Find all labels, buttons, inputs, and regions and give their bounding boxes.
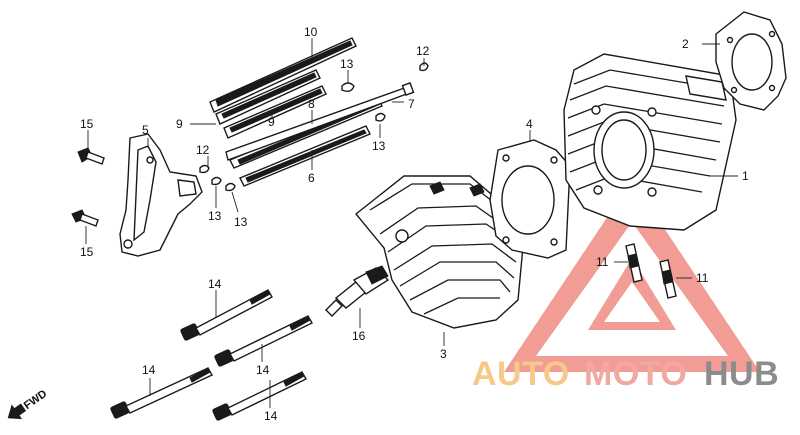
callout-12-left: 12 [196,143,210,157]
callout-labels: 10 9 9 8 7 6 12 13 13 12 13 13 5 15 15 1… [80,25,749,423]
callout-15-lower: 15 [80,245,94,259]
callout-11-right: 11 [696,271,709,285]
callout-12-top: 12 [416,44,430,58]
clip-13-left-b [225,182,236,192]
callout-14-left: 14 [142,363,156,377]
callout-9-left: 9 [176,117,183,131]
part-7-rod [225,82,415,161]
part-11-dowel-left [625,243,643,283]
clip-12-top [419,62,429,72]
part-9-tube-lower [223,85,327,139]
fwd-label: FWD [22,388,49,412]
callout-3: 3 [440,347,447,361]
callout-8: 8 [308,97,315,111]
part-5-bracket [119,133,203,257]
callout-14-bottom: 14 [264,409,278,423]
part-14-bolt-3 [110,367,213,419]
clip-13-right [375,112,386,122]
callout-14-middle: 14 [256,363,270,377]
part-9-tube-upper [215,69,321,125]
callout-10: 10 [304,25,318,39]
clip-13-top [341,82,355,93]
watermark-text-hub: HUB [704,355,779,393]
callout-4: 4 [526,117,533,131]
callout-14-upper: 14 [208,277,222,291]
callout-13-left-a: 13 [208,209,222,223]
callout-16: 16 [352,329,366,343]
callout-5: 5 [142,123,149,137]
part-14-bolt-4 [212,371,307,421]
part-10-rod [209,37,357,113]
callout-6: 6 [308,171,315,185]
part-11-dowel-right [659,259,677,299]
clip-12-left [199,164,210,174]
watermark-text-auto: AUTO [472,355,570,393]
callout-9-right: 9 [268,115,275,129]
leader-lines [85,38,738,408]
callout-7: 7 [408,97,415,111]
part-15-bolt-upper [77,147,105,165]
callout-1: 1 [742,169,749,183]
watermark-text-moto: MOTO [584,355,687,393]
fwd-indicator: FWD [7,388,49,420]
clip-13-left-a [211,176,222,186]
watermark-text: AUTO MOTO HUB [472,355,779,393]
part-14-bolt-1 [180,289,273,341]
part-4-gasket [489,139,571,259]
part-14-bolt-2 [214,315,313,367]
callout-2: 2 [682,37,689,51]
part-16-spark-plug [325,265,390,317]
watermark-inner-triangle [588,258,676,330]
part-3-cylinder-head [355,175,525,329]
part-6-rod [239,125,371,187]
part-15-bolt-lower [71,209,99,227]
part-1-cylinder [563,53,737,231]
callout-13-left-b: 13 [234,215,248,229]
callout-15-upper: 15 [80,117,94,131]
callout-11-left: 11 [596,255,609,269]
fwd-arrow-icon [7,403,27,420]
callout-13-top: 13 [340,57,354,71]
callout-13-right: 13 [372,139,386,153]
part-2-base-gasket [715,11,787,111]
